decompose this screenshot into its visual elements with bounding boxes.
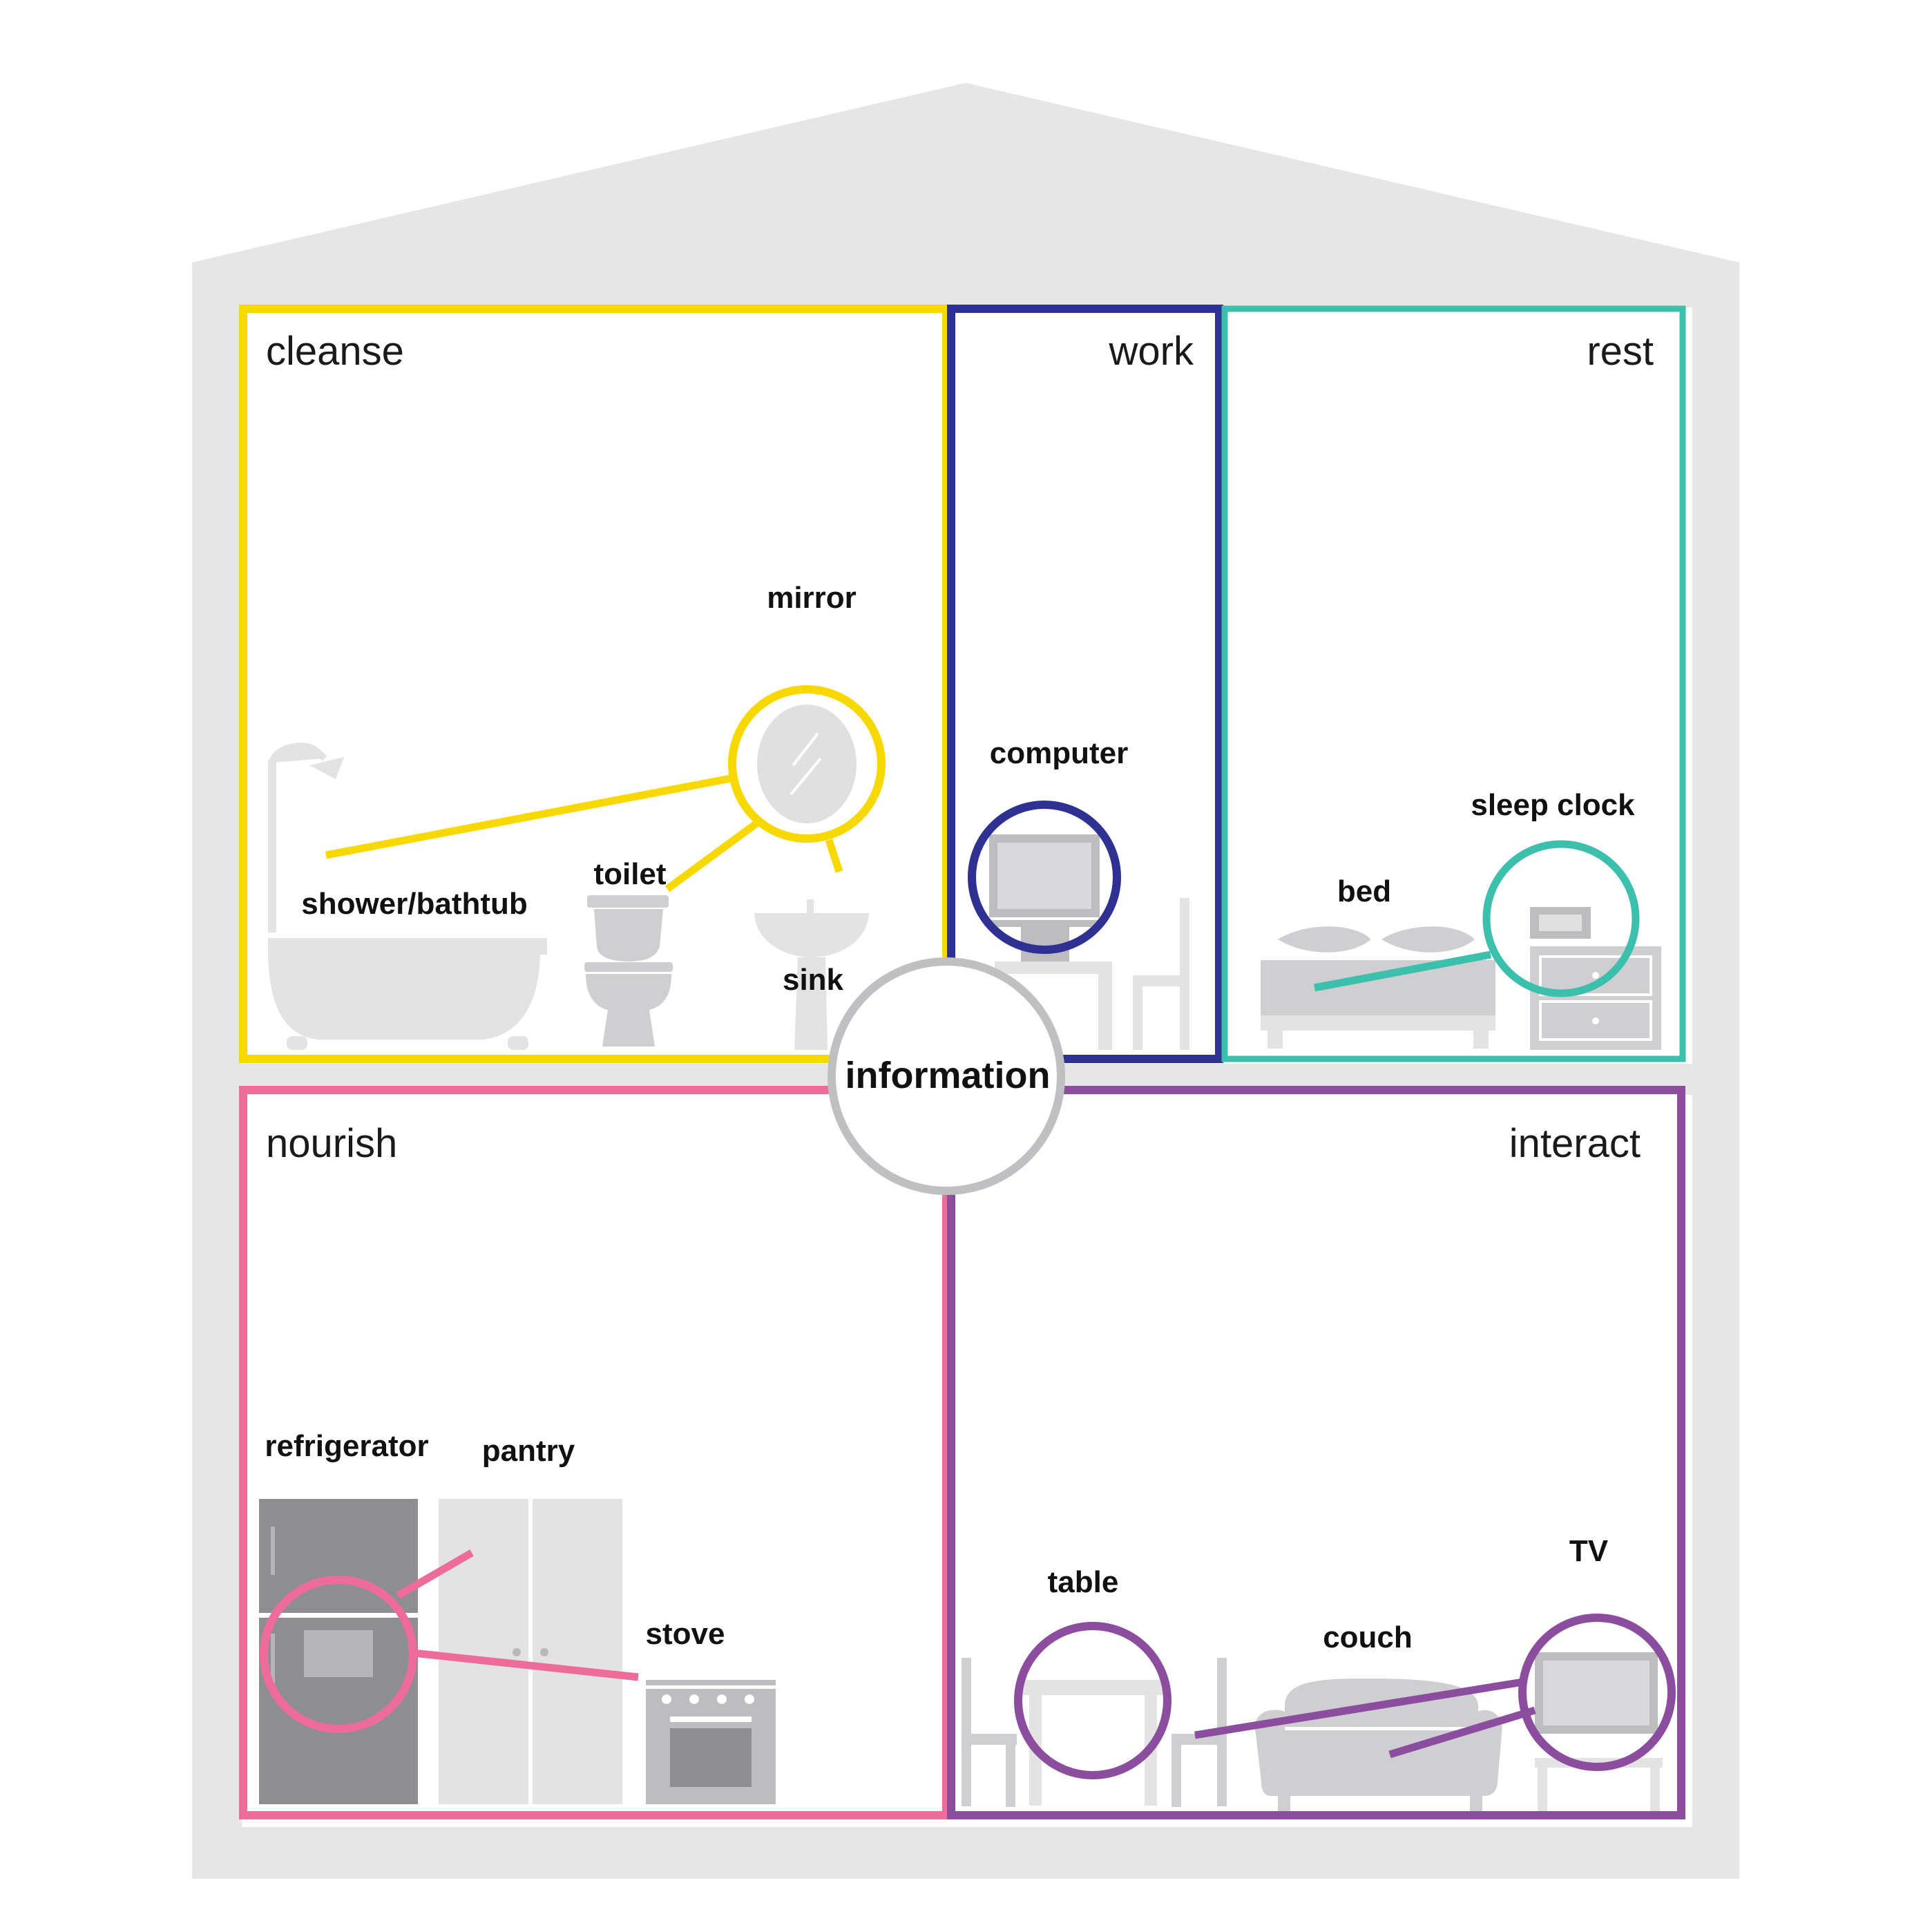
room-nourish [239,1086,950,1819]
connector-line-bathtub [325,774,736,859]
computer-icon [989,834,1100,962]
label-couch: couch [1323,1620,1413,1654]
label-tv: TV [1569,1534,1609,1568]
highlight-mirror [728,685,886,843]
couch-icon [1254,1678,1502,1813]
information-hub [828,957,1065,1195]
room-rest [1221,305,1686,1062]
connector-line-toilet [664,819,761,892]
room-title-rest: rest [1587,329,1654,374]
room-title-cleanse: cleanse [266,329,404,374]
bathtub-icon [268,743,547,1050]
pantry-icon [439,1499,622,1804]
room-work [947,305,1223,1063]
room-interact [947,1086,1685,1819]
connector-line-bed [1313,950,1492,992]
information-label: information [845,1055,1051,1096]
highlight-tv [1518,1614,1676,1771]
desk-icon [995,962,1112,1050]
label-stove: stove [646,1617,725,1651]
nightstand-icon [1530,946,1661,1050]
connector-line-pantry [396,1549,474,1599]
chair-icon [1133,898,1189,1050]
label-pantry: pantry [482,1434,575,1468]
highlight-table [1014,1622,1171,1779]
room-cleanse [239,305,950,1063]
label-sleep-clock: sleep clock [1471,788,1635,822]
highlight-computer [968,801,1121,954]
label-bed: bed [1337,874,1391,908]
mirror-icon [757,705,857,823]
refrigerator-icon [259,1499,418,1804]
highlight-sleep-clock [1482,840,1640,997]
stove-icon [646,1680,776,1804]
highlight-refrigerator [260,1576,417,1733]
sink-icon [754,899,869,1050]
dining-chair-left-icon [962,1658,1017,1807]
label-computer: computer [990,736,1128,770]
label-toilet: toilet [593,857,666,891]
tv-icon [1535,1652,1658,1734]
room-title-nourish: nourish [266,1121,397,1166]
clock-icon [1530,907,1591,939]
toilet-icon [584,895,673,1046]
connector-line-couch [1388,1706,1536,1759]
label-table: table [1048,1565,1119,1599]
room-title-interact: interact [1509,1121,1641,1166]
bed-icon [1261,926,1495,1049]
label-shower-bathtub: shower/bathtub [301,887,528,921]
label-mirror: mirror [767,581,857,615]
connector-line-stove [412,1649,639,1681]
label-refrigerator: refrigerator [265,1429,428,1463]
connector-line-table [1194,1678,1524,1739]
label-sink: sink [783,963,844,997]
connector-line-sink [825,839,843,873]
room-title-work: work [1109,329,1194,374]
